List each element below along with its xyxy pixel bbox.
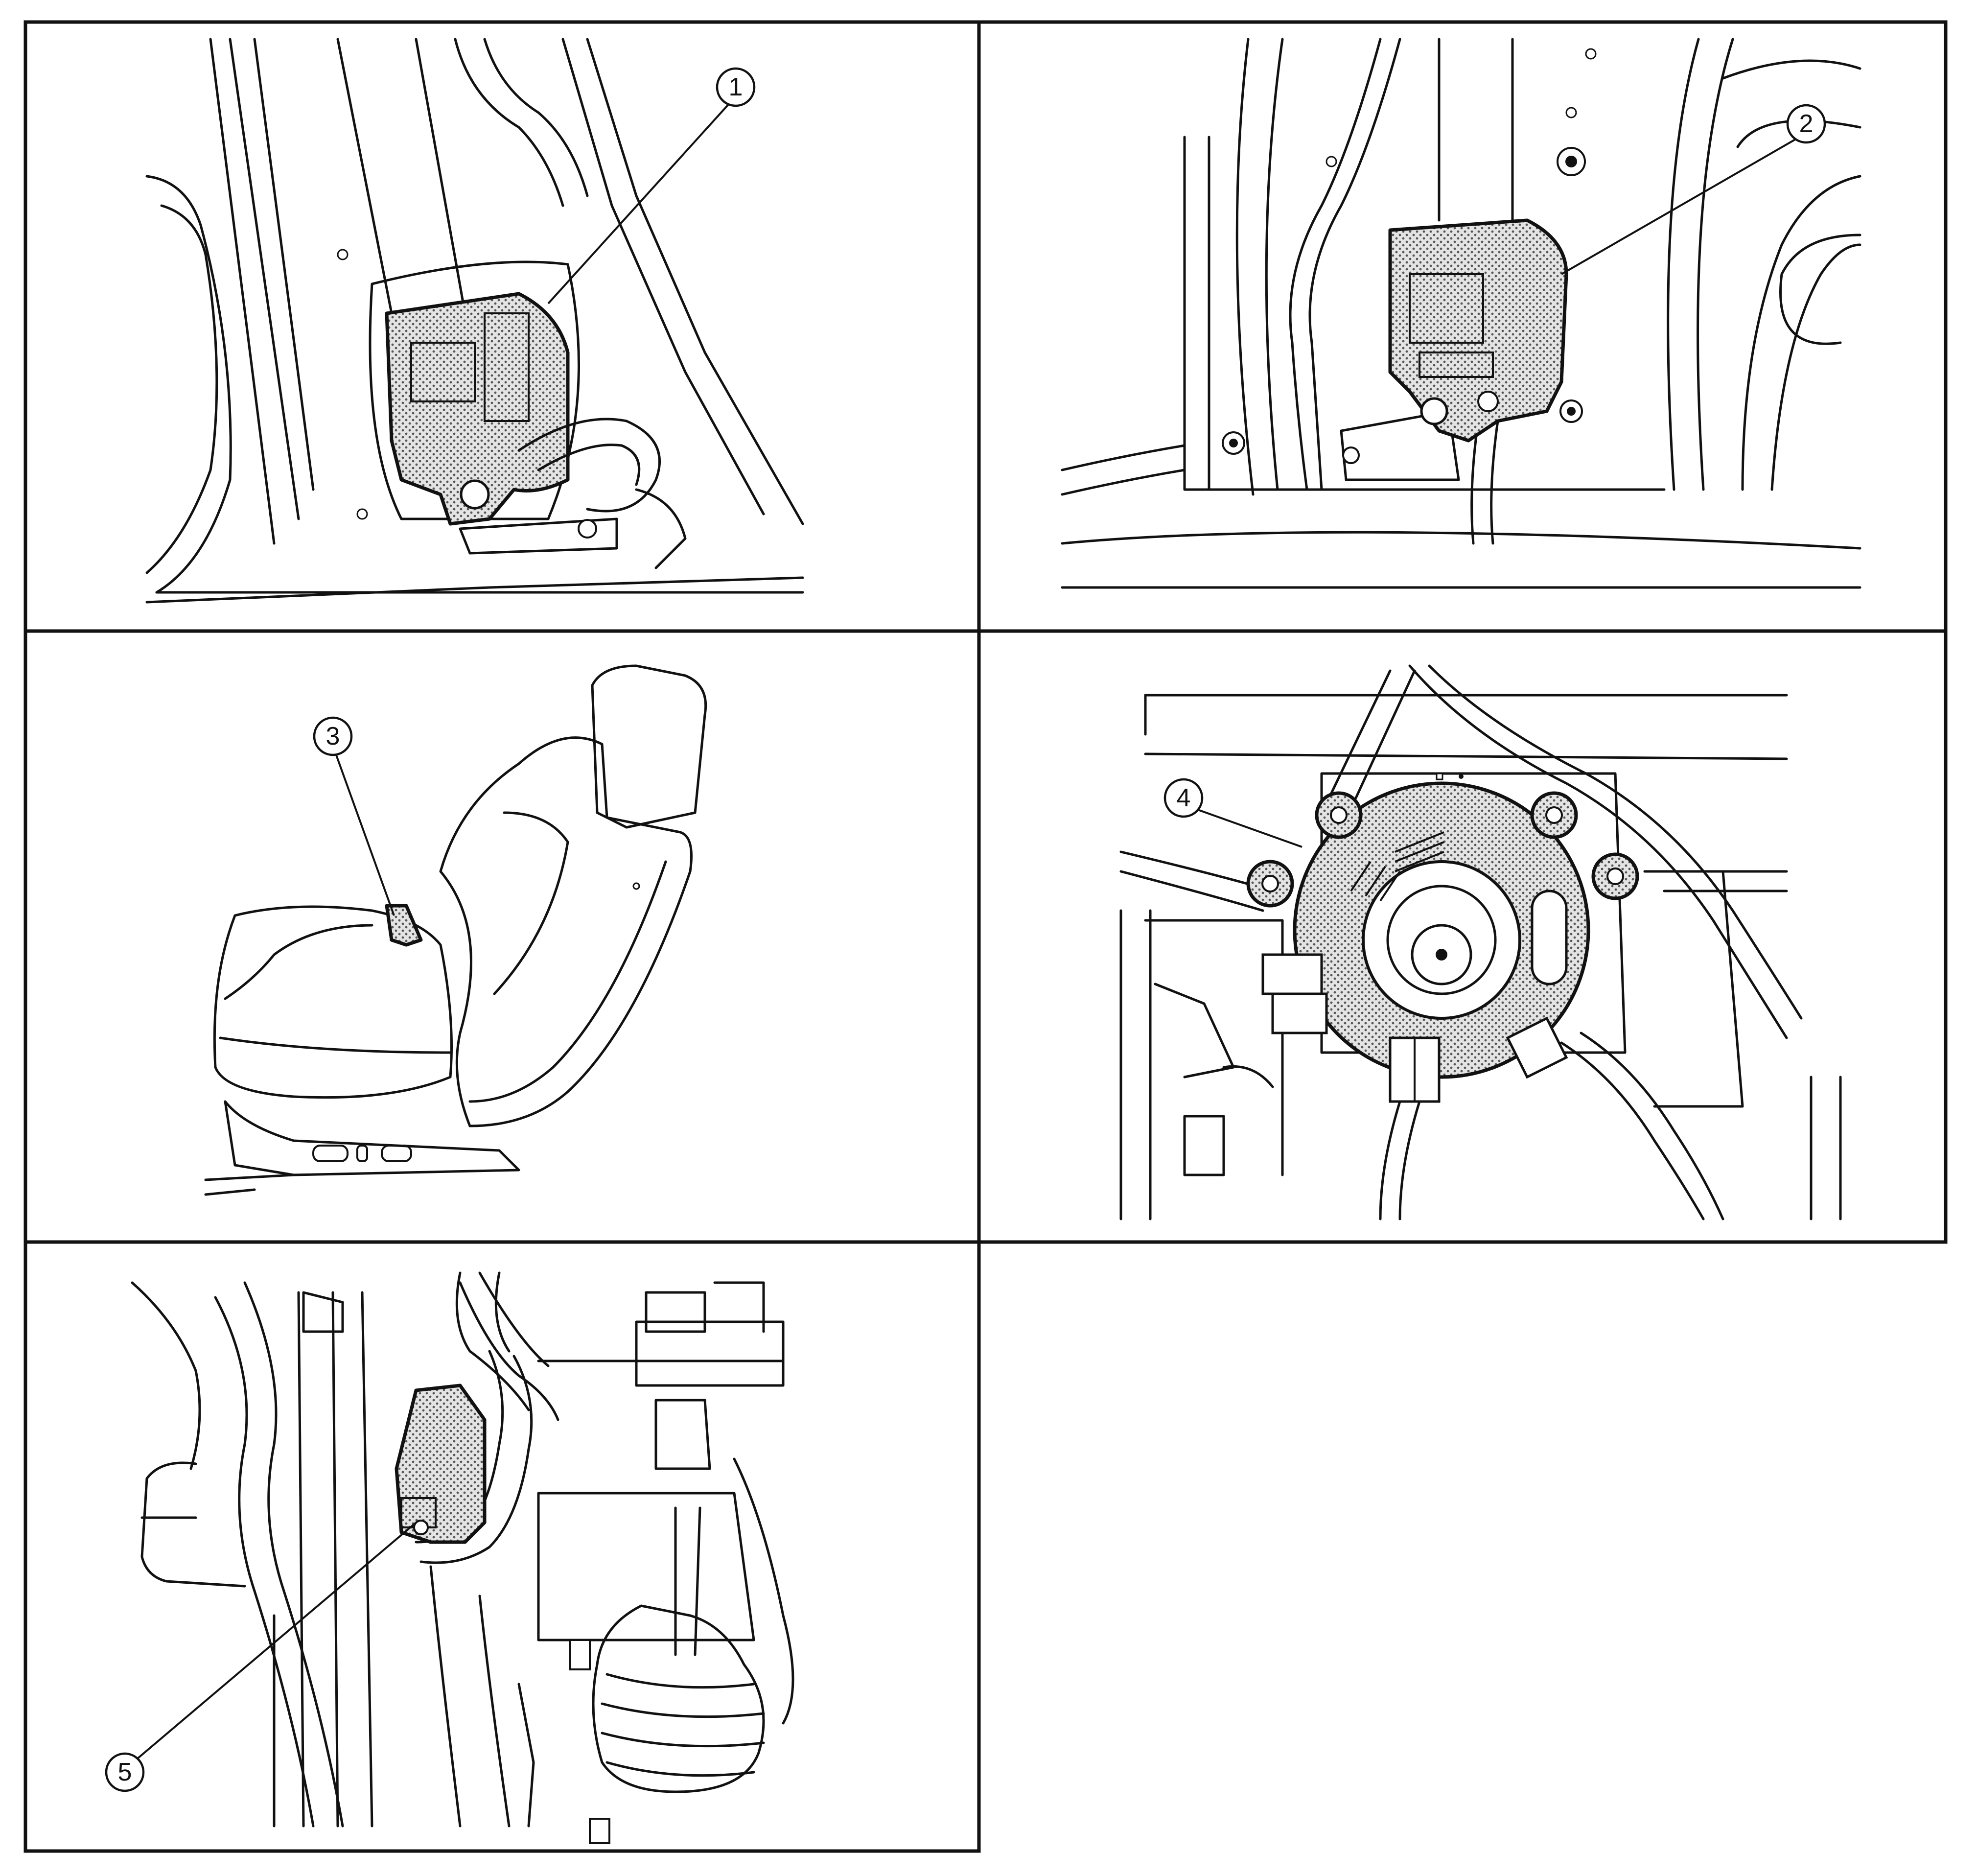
crash-zone-sensor [395, 1384, 487, 1544]
seat-belt-retractor-front [385, 292, 570, 526]
callout-2-circle [1786, 104, 1826, 144]
panel-1-illustration [145, 38, 804, 604]
callout-4-circle [1163, 778, 1204, 818]
callout-1-leader [547, 95, 737, 305]
callout-4-label: 4 [1177, 784, 1191, 812]
callouts: 1 2 3 4 5 [105, 67, 1826, 1792]
callout-5-label: 5 [118, 1758, 132, 1786]
callout-3-circle [313, 716, 353, 756]
callout-1-label: 1 [729, 73, 743, 101]
callout-4-leader [1192, 807, 1302, 848]
panel-3-illustration [204, 664, 707, 1196]
panel-4-illustration [1119, 664, 1842, 1220]
seat-belt-retractor-rear [1388, 218, 1568, 443]
callout-5-circle [105, 1752, 145, 1792]
seat-belt-buckle-switch [385, 904, 423, 947]
panel-grid [23, 20, 1948, 1853]
panel-5-illustration [131, 1271, 794, 1844]
callout-5-leader [130, 1522, 417, 1765]
callout-3-label: 3 [326, 722, 340, 750]
callout-2-leader [1561, 132, 1807, 275]
panel-3-frame [23, 629, 981, 1244]
callout-2-label: 2 [1799, 110, 1814, 138]
callout-3-leader [332, 745, 395, 916]
panel-5-frame [23, 1240, 981, 1853]
panel-2-illustration [1061, 38, 1861, 589]
callout-1-circle [716, 67, 756, 107]
